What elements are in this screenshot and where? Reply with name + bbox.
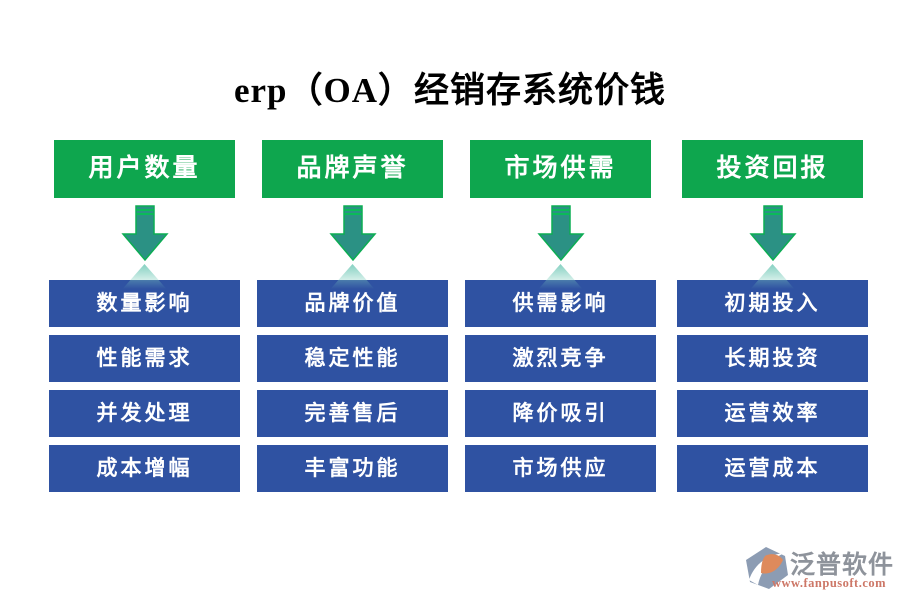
down-arrow-icon [748,205,797,262]
arrow-zone [465,205,656,280]
factor-item: 初期投入 [677,280,868,327]
factor-column-market-supply-demand: 市场供需 供需影响 激烈竞争 降价吸引 市场供应 [465,140,656,500]
fanpu-logo-icon [746,547,788,589]
factor-item: 降价吸引 [465,390,656,437]
page-title: erp（OA）经销存系统价钱 [233,71,667,110]
factor-item: 品牌价值 [257,280,448,327]
factor-column-brand-reputation: 品牌声誉 品牌价值 稳定性能 完善售后 丰富功能 [257,140,448,500]
factor-item: 并发处理 [49,390,240,437]
factor-item: 长期投资 [677,335,868,382]
factor-item: 市场供应 [465,445,656,492]
factor-item: 供需影响 [465,280,656,327]
factor-column-investment-return: 投资回报 初期投入 长期投资 运营效率 运营成本 [677,140,868,500]
factor-item: 丰富功能 [257,445,448,492]
factor-item: 性能需求 [49,335,240,382]
fanpu-logo: 泛普软件 www.fanpusoft.com [745,545,897,595]
down-arrow-icon [536,205,585,262]
factor-item: 数量影响 [49,280,240,327]
factor-item: 激烈竞争 [465,335,656,382]
brand-url: www.fanpusoft.com [772,576,887,590]
column-header: 投资回报 [682,140,863,198]
factor-item: 成本增幅 [49,445,240,492]
factor-item: 完善售后 [257,390,448,437]
factor-item: 运营效率 [677,390,868,437]
column-header: 用户数量 [54,140,235,198]
column-header: 品牌声誉 [262,140,443,198]
factor-item: 稳定性能 [257,335,448,382]
column-header: 市场供需 [470,140,651,198]
arrow-zone [257,205,448,280]
down-arrow-icon [328,205,377,262]
arrow-zone [677,205,868,280]
factor-column-user-count: 用户数量 数量影响 性能需求 并发处理 成本增幅 [49,140,240,500]
brand-name: 泛普软件 [790,552,895,579]
down-arrow-icon [120,205,169,262]
factor-item: 运营成本 [677,445,868,492]
arrow-zone [49,205,240,280]
